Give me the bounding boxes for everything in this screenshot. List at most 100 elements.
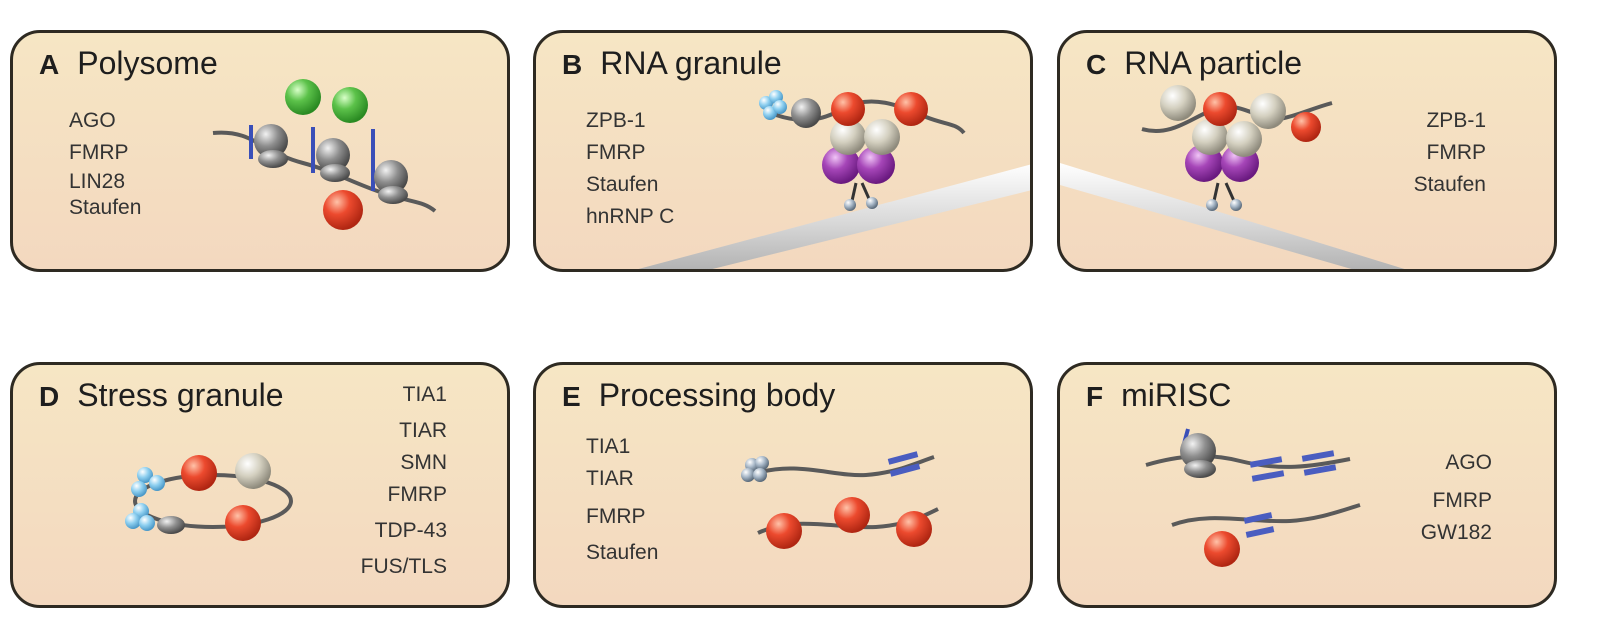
- panel-letter: E: [562, 381, 581, 412]
- mirna-marker: [1243, 512, 1273, 524]
- mrna-strand: [1171, 503, 1361, 527]
- mirna-marker: [1249, 456, 1283, 468]
- protein-list: AGO FMRP LIN28 Staufen: [69, 105, 141, 221]
- protein-list: ZPB-1 FMRP Staufen hnRNP C: [586, 105, 674, 233]
- mrna-strand: [1145, 454, 1351, 469]
- purple-protein: [822, 146, 860, 184]
- protein-label: FMRP: [69, 141, 129, 164]
- mirna-marker: [1301, 450, 1335, 462]
- light-ribosome: [1192, 119, 1228, 155]
- red-protein: [323, 190, 363, 230]
- protein-label: FMRP: [586, 141, 646, 164]
- panel-polysome: A Polysome AGO FMRP LIN28 Staufen: [10, 30, 510, 272]
- red-protein: [1203, 92, 1237, 126]
- panel-letter: C: [1086, 49, 1107, 80]
- red-protein: [766, 513, 802, 549]
- ribosome: [320, 164, 350, 182]
- protein-label: GW182: [1420, 521, 1492, 544]
- microtubule: [1060, 163, 1405, 269]
- polysome-illustration: [212, 79, 437, 230]
- protein-label: Staufen: [586, 541, 659, 564]
- protein-label: FMRP: [1426, 141, 1487, 164]
- panel-header: C RNA particle: [1086, 45, 1302, 82]
- red-protein: [894, 92, 928, 126]
- panel-header: F miRISC: [1086, 377, 1231, 414]
- protein-list: AGO FMRP GW182: [1421, 447, 1492, 549]
- ribosome: [1184, 460, 1216, 478]
- ribosome: [316, 138, 350, 172]
- panel-rna-granule: B RNA granule ZPB-1 FMRP Staufen hnRNP C: [533, 30, 1033, 272]
- panel-processing-body: E Processing body TIA1 TIAR FMRP Staufen: [533, 362, 1033, 608]
- purple-protein: [857, 146, 895, 184]
- blue-protein: [755, 456, 769, 470]
- blue-protein: [741, 468, 755, 482]
- panel-title: Stress granule: [77, 377, 284, 413]
- panel-letter: F: [1086, 381, 1104, 412]
- ribosome: [254, 124, 288, 158]
- protein-list: ZPB-1 FMRP Staufen: [1414, 105, 1486, 201]
- panel-letter: A: [39, 49, 60, 80]
- motor-foot: [866, 197, 878, 209]
- panel-header: E Processing body: [562, 377, 835, 414]
- protein-list: TIA1 TIAR FMRP Staufen: [586, 431, 658, 569]
- rna-granule-illustration: [638, 90, 1030, 269]
- red-protein: [1291, 112, 1321, 142]
- blue-protein: [139, 515, 155, 531]
- blue-protein: [131, 481, 147, 497]
- panel-mirisc: F miRISC AGO FMRP GW182: [1057, 362, 1557, 608]
- panel-rna-particle: C RNA particle ZPB-1 FMRP Staufen: [1057, 30, 1557, 272]
- red-protein: [834, 497, 870, 533]
- protein-label: FMRP: [586, 505, 646, 528]
- panel-letter: B: [562, 49, 583, 80]
- protein-label: AGO: [1445, 451, 1492, 474]
- mirna-marker: [1303, 464, 1337, 476]
- protein-label: LIN28: [69, 170, 126, 193]
- protein-label: Staufen: [69, 196, 142, 219]
- panel-title: Polysome: [77, 45, 218, 81]
- panel-letter: D: [39, 381, 60, 412]
- red-protein: [1204, 531, 1240, 567]
- protein-label: ZPB-1: [1426, 109, 1486, 132]
- green-protein: [285, 79, 321, 115]
- light-ribosome: [1160, 85, 1196, 121]
- panel-header: D Stress granule: [39, 377, 284, 414]
- panel-header: A Polysome: [39, 45, 218, 82]
- light-ribosome: [1250, 93, 1286, 129]
- protein-label: FUS/TLS: [360, 555, 447, 578]
- processing-body-illustration: [741, 451, 939, 549]
- light-ribosome: [1226, 121, 1262, 157]
- blue-protein: [773, 100, 787, 114]
- motor-linker: [850, 182, 872, 202]
- light-ribosome: [864, 119, 900, 155]
- mirna-marker: [1245, 526, 1275, 538]
- blue-protein: [137, 467, 153, 483]
- protein-label: FMRP: [387, 483, 448, 506]
- motor-foot: [1230, 199, 1242, 211]
- protein-label: TIAR: [399, 419, 447, 442]
- red-protein: [181, 455, 217, 491]
- panel-stress-granule: D Stress granule TIA1 TIAR SMN FMRP TDP-…: [10, 362, 510, 608]
- protein-label: Staufen: [586, 173, 659, 196]
- motor-foot: [844, 199, 856, 211]
- blue-protein: [149, 475, 165, 491]
- protein-label: Staufen: [1413, 173, 1486, 196]
- protein-label: TDP-43: [374, 519, 447, 542]
- mrna-strand: [757, 455, 935, 478]
- microtubule: [638, 164, 1030, 269]
- blue-protein: [753, 468, 767, 482]
- motor-foot: [1206, 199, 1218, 211]
- protein-label: TIA1: [586, 435, 631, 458]
- mirna-marker: [889, 463, 921, 477]
- ribosome: [378, 186, 408, 204]
- protein-label: AGO: [69, 109, 116, 132]
- red-protein: [896, 511, 932, 547]
- protein-label: SMN: [400, 451, 447, 474]
- panel-title: Processing body: [598, 377, 836, 413]
- protein-label: hnRNP C: [586, 205, 675, 228]
- protein-label: TIAR: [586, 467, 634, 490]
- ribosome: [157, 516, 185, 534]
- panel-title: RNA granule: [600, 45, 782, 81]
- motor-linker: [1212, 182, 1236, 202]
- protein-list: TIA1 TIAR SMN FMRP TDP-43 FUS/TLS: [361, 379, 447, 583]
- light-ribosome: [235, 453, 271, 489]
